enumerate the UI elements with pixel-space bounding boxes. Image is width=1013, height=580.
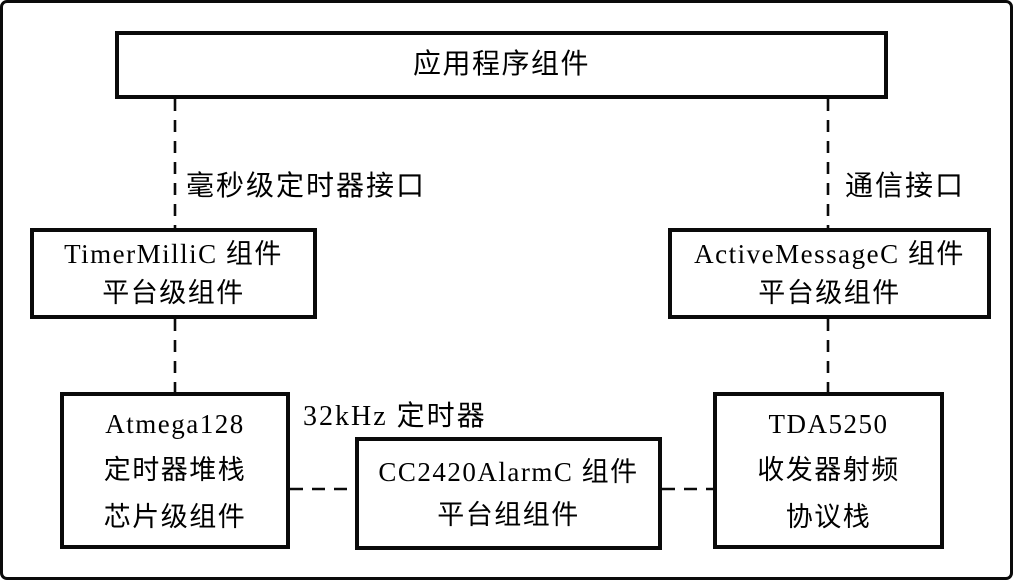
- edge-label-millisecond-timer-interface: 毫秒级定时器接口: [186, 171, 427, 202]
- box-label-line: ActiveMessageC 组件: [694, 239, 965, 270]
- box-label-line: 芯片级组件: [103, 501, 247, 532]
- box-atmega128-timer-stack: Atmega128 定时器堆栈 芯片级组件: [60, 392, 290, 549]
- box-cc2420-alarmc: CC2420AlarmC 组件 平台组组件: [355, 437, 662, 550]
- box-label-line: TDA5250: [768, 408, 889, 439]
- box-label-line: 平台组组件: [437, 499, 580, 530]
- box-label-line: 应用程序组件: [412, 49, 590, 81]
- box-label-line: 收发器射频: [757, 455, 900, 486]
- edge-label-32khz-timer: 32kHz 定时器: [303, 401, 487, 432]
- box-label-line: Atmega128: [105, 408, 245, 439]
- edge-label-communication-interface: 通信接口: [845, 171, 966, 202]
- box-label-line: 协议栈: [785, 501, 872, 532]
- box-active-messagec: ActiveMessageC 组件 平台级组件: [668, 228, 991, 319]
- box-tda5250-rf-stack: TDA5250 收发器射频 协议栈: [713, 392, 944, 549]
- box-label-line: 平台级组件: [758, 277, 901, 308]
- box-label-line: TimerMilliC 组件: [64, 239, 283, 270]
- box-label-line: 定时器堆栈: [103, 455, 247, 486]
- box-label-line: 平台级组件: [102, 277, 245, 308]
- box-application-component: 应用程序组件: [115, 31, 888, 99]
- box-label-line: CC2420AlarmC 组件: [378, 456, 639, 487]
- box-timer-millic: TimerMilliC 组件 平台级组件: [30, 228, 317, 319]
